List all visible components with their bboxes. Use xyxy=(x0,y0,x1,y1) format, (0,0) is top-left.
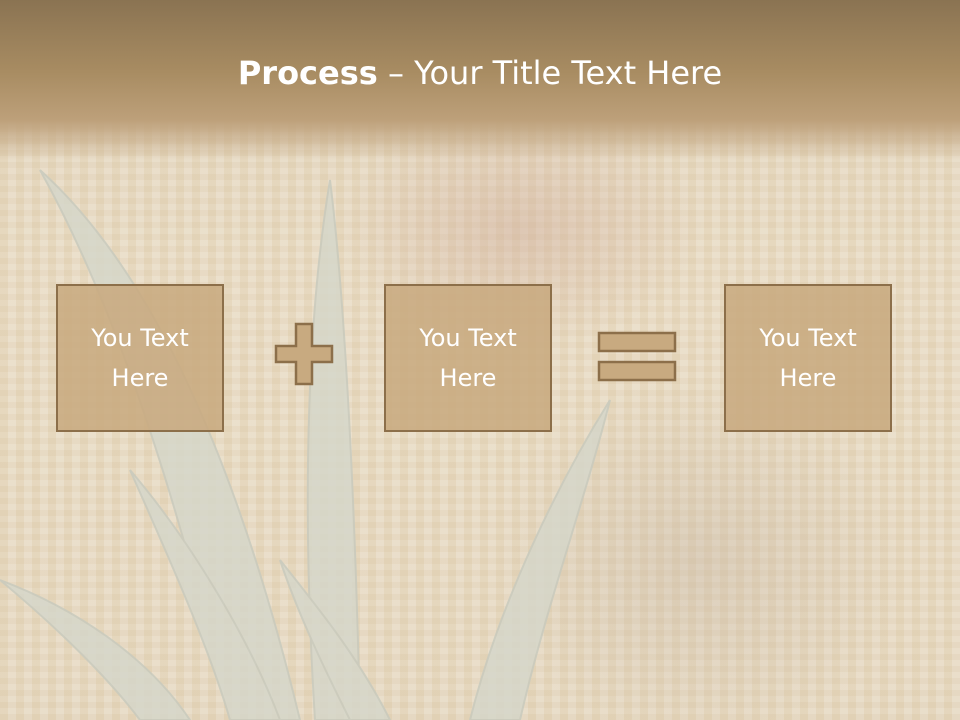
process-step-text: You Text Here xyxy=(91,324,189,392)
slide-title: Process – Your Title Text Here xyxy=(0,54,960,92)
process-step-box-1[interactable]: You Text Here xyxy=(56,284,224,432)
title-rest-part: – Your Title Text Here xyxy=(377,54,723,92)
title-band xyxy=(0,0,960,160)
process-step-box-2[interactable]: You Text Here xyxy=(384,284,552,432)
process-step-text: You Text Here xyxy=(759,324,857,392)
process-step-text: You Text Here xyxy=(419,324,517,392)
title-bold-part: Process xyxy=(237,54,378,92)
process-step-box-3[interactable]: You Text Here xyxy=(724,284,892,432)
equals-icon xyxy=(597,331,677,382)
plus-icon xyxy=(274,322,334,386)
